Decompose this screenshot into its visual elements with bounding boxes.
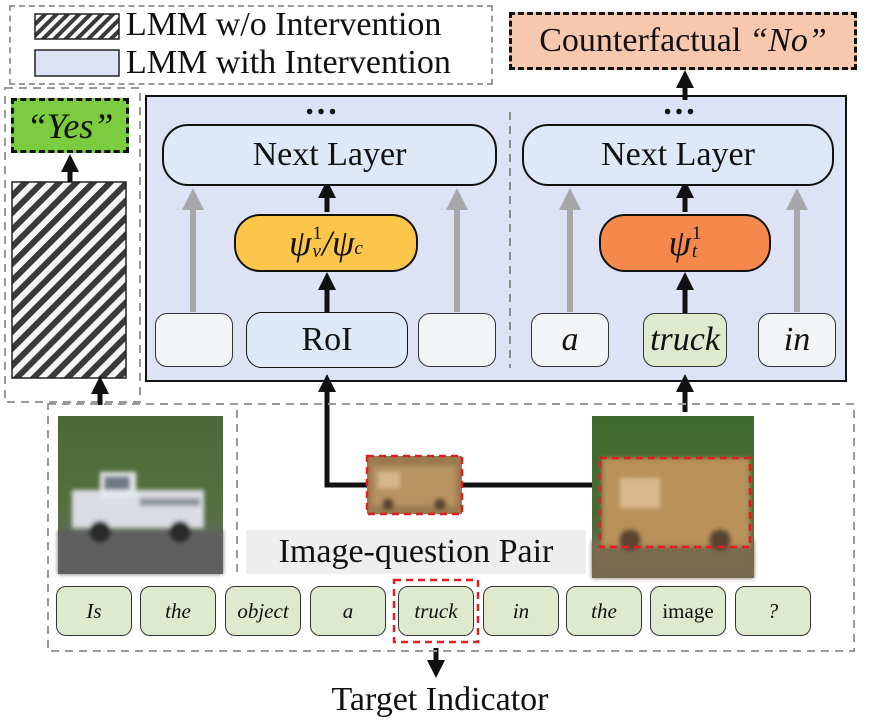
psi-v-symbol: ψ (289, 223, 312, 263)
intervened-truck-image (592, 416, 754, 578)
layers-ellipsis-left: … (304, 85, 340, 122)
original-truck-image (58, 416, 223, 574)
layers-ellipsis-right: … (662, 85, 698, 122)
psi-t-operator: ψ 1 t (599, 214, 771, 272)
legend-frame (9, 5, 493, 85)
psi-t-subscript: t (691, 241, 698, 262)
next-layer-left: Next Layer (162, 124, 497, 186)
psi-c-subscript: c (354, 238, 363, 259)
lmm-without-bar (11, 181, 127, 379)
next-layer-right: Next Layer (522, 124, 834, 186)
legend-blue-swatch (34, 49, 120, 77)
legend-label-with: LMM with Intervention (126, 44, 451, 81)
question-token: a (310, 586, 386, 636)
question-token-target: truck (398, 586, 474, 636)
yes-output: “Yes” (11, 98, 129, 153)
counterfactual-output: Counterfactual “No” (509, 12, 857, 70)
question-token: the (566, 586, 642, 636)
psi-t-superscript: 1 (691, 223, 702, 244)
counterfactual-prefix: Counterfactual (539, 22, 742, 59)
question-token: in (483, 586, 559, 636)
psi-separator: /ψ (322, 223, 355, 263)
target-token-highlight (392, 578, 480, 644)
legend-label-without: LMM w/o Intervention (126, 6, 442, 43)
target-indicator-label: Target Indicator (331, 681, 549, 718)
text-token-in: in (758, 313, 836, 367)
counterfactual-answer: “No” (749, 22, 827, 59)
roi-crop-bbox (365, 454, 464, 516)
roi-crop-image (367, 456, 462, 514)
visual-token-left (155, 313, 233, 367)
question-token: image (650, 586, 726, 636)
psi-v-superscript: 1 (312, 223, 323, 244)
question-token: Is (56, 586, 132, 636)
psi-v-subscript: v (312, 241, 321, 262)
text-token-a: a (531, 313, 609, 367)
legend-hatch-swatch (34, 13, 120, 40)
question-token: the (140, 586, 216, 636)
image-question-frame (47, 403, 855, 652)
text-token-truck: truck (643, 313, 727, 367)
roi-token: RoI (246, 312, 408, 368)
question-token: object (225, 586, 301, 636)
psi-v-c-operator: ψ 1 v /ψ c (234, 214, 418, 272)
visual-token-right (418, 313, 496, 367)
intervened-truck-bbox (598, 456, 752, 549)
image-question-pair-label: Image-question Pair (246, 530, 586, 574)
psi-t-symbol: ψ (668, 223, 691, 263)
question-token: ? (735, 586, 811, 636)
